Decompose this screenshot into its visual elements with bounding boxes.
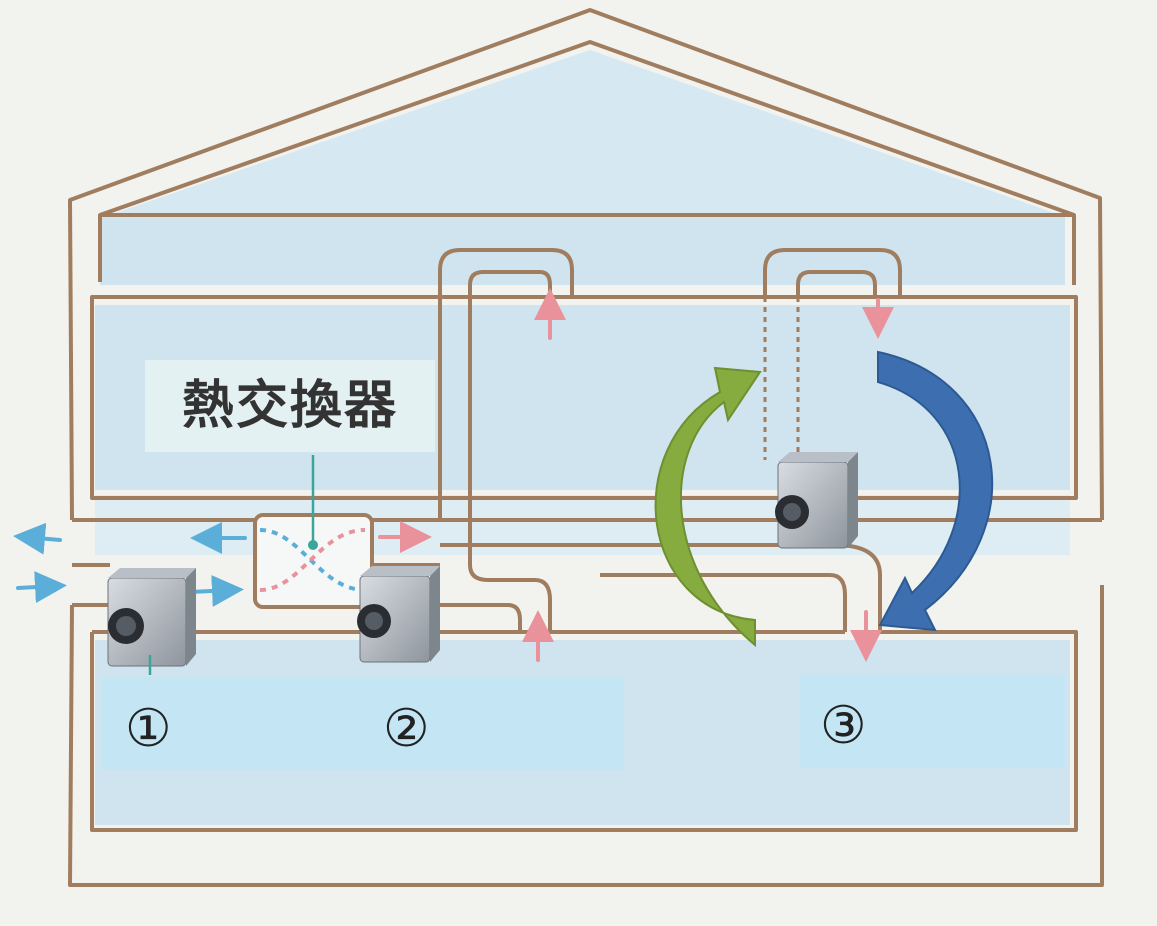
unit-1-marker: ① (125, 699, 172, 759)
heat-exchanger-icon (253, 455, 374, 609)
circulation-arrow-icon (654, 350, 994, 648)
unit-3-marker: ③ (820, 696, 867, 756)
heat-exchanger-label: 熱交換器 (145, 360, 435, 452)
unit-1-2-label-area (102, 677, 624, 770)
exhaust-arrow (13, 522, 62, 555)
supply-to-hx-arrow (188, 574, 244, 607)
unit-3-label-area (800, 675, 1065, 768)
intake-arrow (16, 571, 67, 604)
airflow-arrows (13, 288, 894, 662)
ventilation-fan-unit-icon (107, 452, 858, 667)
hidden-ducts (438, 297, 800, 498)
green-circulation-arrow (654, 366, 762, 648)
unit-2-marker: ② (383, 699, 430, 759)
blue-circulation-arrow (877, 350, 994, 632)
house-walls (68, 8, 1104, 887)
